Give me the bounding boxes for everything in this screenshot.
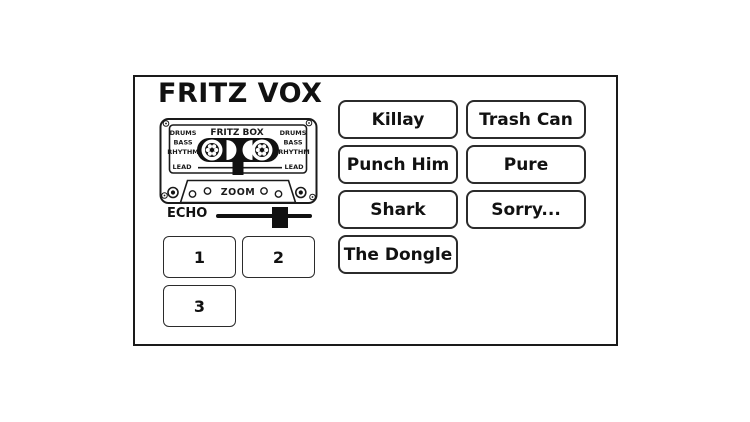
tape-lens-left-icon xyxy=(226,140,237,160)
cassette-base-trapezoid xyxy=(179,179,297,204)
echo-slider-track[interactable] xyxy=(216,214,312,218)
track-label: LEAD xyxy=(172,163,192,171)
sample-button-trash-can[interactable]: Trash Can xyxy=(466,100,586,139)
preset-button-label: 1 xyxy=(193,247,206,267)
sample-button-label: Pure xyxy=(503,154,549,175)
capstan-hole-icon xyxy=(167,186,307,199)
sample-button-shark[interactable]: Shark xyxy=(338,190,458,229)
sample-button-punch-him[interactable]: Punch Him xyxy=(338,145,458,184)
sample-button-label: Sorry... xyxy=(491,199,561,220)
preset-button-1[interactable]: 1 xyxy=(163,236,236,278)
tape-lens-right-icon xyxy=(242,140,253,160)
sample-button-label: The Dongle xyxy=(343,244,453,265)
track-label: DRUMS xyxy=(280,129,307,137)
sample-button-killay[interactable]: Killay xyxy=(338,100,458,139)
sample-button-sorry[interactable]: Sorry... xyxy=(466,190,586,229)
sample-button-pure[interactable]: Pure xyxy=(466,145,586,184)
preset-button-2[interactable]: 2 xyxy=(242,236,315,278)
echo-slider-handle[interactable] xyxy=(272,207,288,228)
guide-hole-icon xyxy=(188,187,283,198)
sample-button-label: Killay xyxy=(371,109,425,130)
preset-button-3[interactable]: 3 xyxy=(163,285,236,327)
track-label: RHYTHM xyxy=(278,148,310,156)
page-title: FRITZ VOX xyxy=(158,78,323,109)
track-label: DRUMS xyxy=(170,129,197,137)
track-label: LEAD xyxy=(284,163,304,171)
track-label: BASS xyxy=(173,139,192,147)
reel-right-icon xyxy=(251,139,273,161)
reel-left-icon xyxy=(201,139,223,161)
tape-slider-handle[interactable] xyxy=(232,161,244,176)
track-list-left: DRUMS BASS RHYTHM LEAD xyxy=(167,129,199,171)
cassette-brand-label: ZOOM xyxy=(221,187,256,198)
echo-label: ECHO xyxy=(167,206,208,221)
preset-button-label: 3 xyxy=(193,296,206,316)
sample-button-label: Trash Can xyxy=(479,109,573,130)
cassette-model-label: FRITZ BOX xyxy=(210,128,263,138)
track-list-right: DRUMS BASS RHYTHM LEAD xyxy=(278,129,310,171)
screw-dot-icon xyxy=(163,122,314,198)
preset-button-label: 2 xyxy=(272,247,285,267)
track-label: BASS xyxy=(283,139,302,147)
sample-button-label: Shark xyxy=(370,199,426,220)
track-label: RHYTHM xyxy=(167,148,199,156)
sample-button-the-dongle[interactable]: The Dongle xyxy=(338,235,458,274)
sample-button-label: Punch Him xyxy=(346,154,450,175)
cassette-graphic: FRITZ BOX DRUMS BASS RHYTHM LEAD DRUMS B… xyxy=(159,118,318,204)
